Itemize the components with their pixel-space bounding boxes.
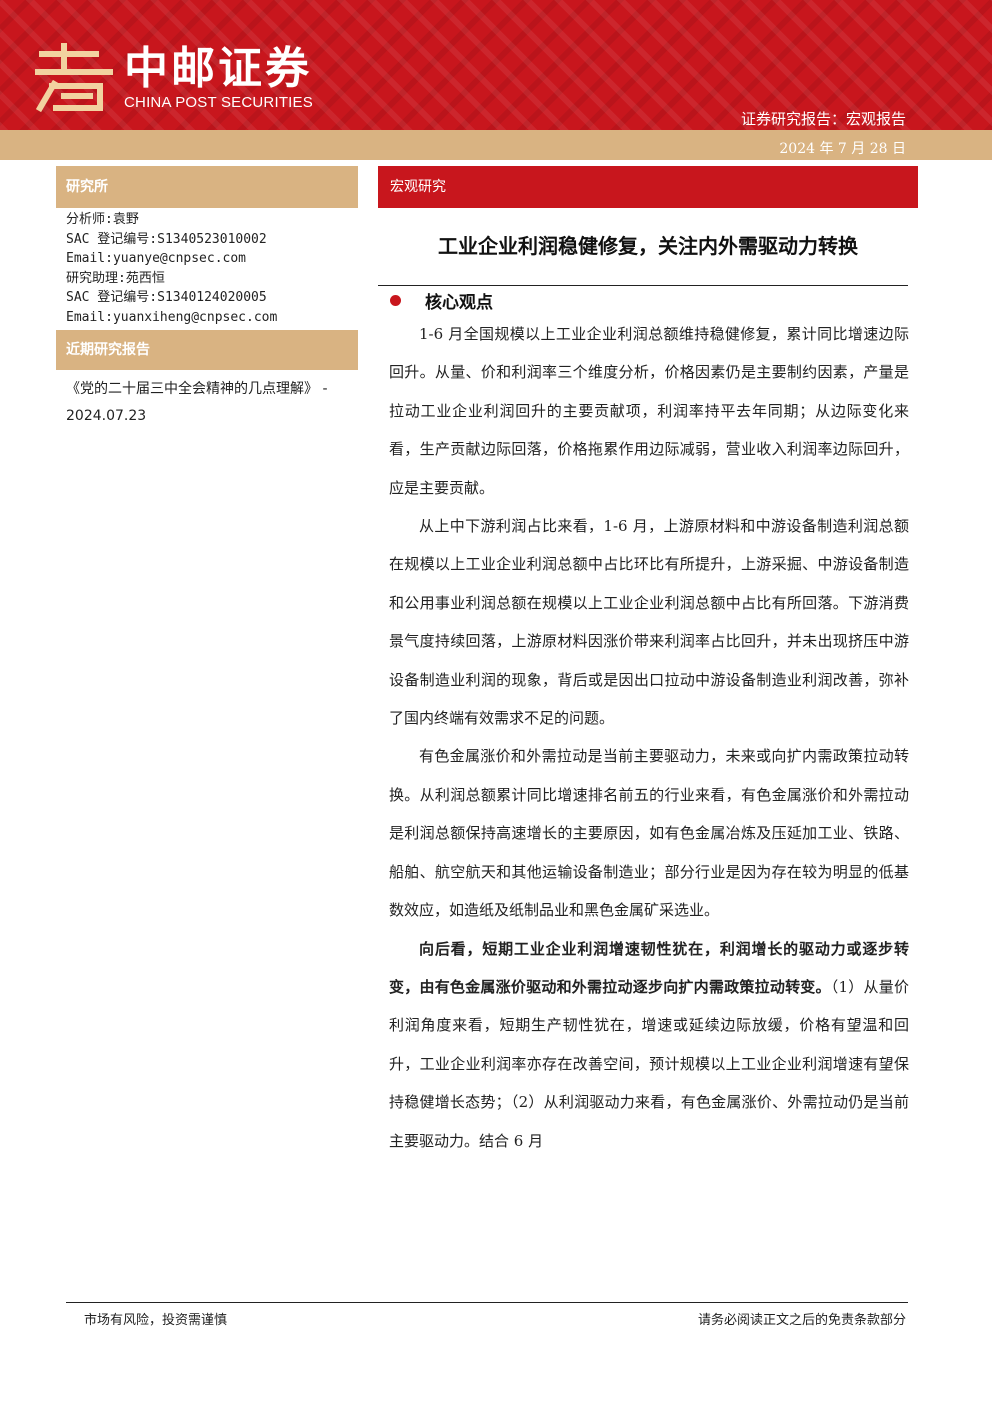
analyst-email[interactable]: Email:yuanye@cnpsec.com <box>66 251 247 266</box>
report-type: 证券研究报告：宏观报告 <box>740 110 906 128</box>
footer-divider <box>66 1302 908 1303</box>
section-label: 宏观研究 <box>378 166 918 208</box>
header-banner: 中邮证券 CHINA POST SECURITIES 证券研究报告：宏观报告 <box>0 0 992 130</box>
date-band <box>0 130 992 160</box>
paragraph-2: 从上中下游利润占比来看，1-6 月，上游原材料和中游设备制造利润总额在规模以上工… <box>389 517 909 728</box>
logo-chinese-name: 中邮证券 <box>124 43 312 94</box>
recent-reports-header: 近期研究报告 <box>56 330 358 370</box>
institute-header: 研究所 <box>56 166 358 208</box>
footer-risk-note: 市场有风险，投资需谨慎 <box>84 1313 228 1328</box>
analyst-name: 分析师:袁野 <box>66 212 139 227</box>
assistant-email[interactable]: Email:yuanxiheng@cnpsec.com <box>66 309 278 325</box>
report-title: 工业企业利润稳健修复，关注内外需驱动力转换 <box>438 234 858 258</box>
assistant-sac-number: SAC 登记编号:S1340124020005 <box>66 290 267 305</box>
paragraph-4-bold: 向后看，短期工业企业利润增速韧性犹在，利润增长的驱动力或逐步转变，由有色金属涨价… <box>389 939 909 996</box>
title-divider <box>378 285 908 286</box>
core-view-label: 核心观点 <box>425 292 493 313</box>
paragraph-4-rest: （1）从量价利润角度来看，短期生产韧性犹在，增速或延续边际放缓，价格有望温和回升… <box>389 977 909 1150</box>
footer-disclaimer-note: 请务必阅读正文之后的免责条款部分 <box>697 1313 906 1328</box>
bullet-dot-icon <box>390 294 401 306</box>
report-date: 2024 年 7 月 28 日 <box>779 141 906 157</box>
paragraph-3: 有色金属涨价和外需拉动是当前主要驱动力，未来或向扩内需政策拉动转换。从利润总额累… <box>389 747 909 920</box>
china-post-logo-icon <box>35 43 113 113</box>
analyst-sac-number: SAC 登记编号:S1340523010002 <box>66 231 267 247</box>
paragraph-1: 1-6 月全国规模以上工业企业利润总额维持稳健修复，累计同比增速边际回升。从量、… <box>389 325 909 497</box>
assistant-name: 研究助理:苑西恒 <box>66 270 165 286</box>
paragraph-4: 向后看，短期工业企业利润增速韧性犹在，利润增长的驱动力或逐步转变，由有色金属涨价… <box>389 930 909 1160</box>
recent-report-link[interactable]: 《党的二十届三中全会精神的几点理解》 - 2024.07.23 <box>66 381 328 424</box>
logo-english-name: CHINA POST SECURITIES <box>124 94 313 111</box>
report-body: 1-6 月全国规模以上工业企业利润总额维持稳健修复，累计同比增速边际回升。从量、… <box>389 315 909 1160</box>
analyst-info: 分析师:袁野 SAC 登记编号:S1340523010002 Email:yua… <box>66 210 358 327</box>
core-view-heading: 核心观点 <box>390 288 493 313</box>
